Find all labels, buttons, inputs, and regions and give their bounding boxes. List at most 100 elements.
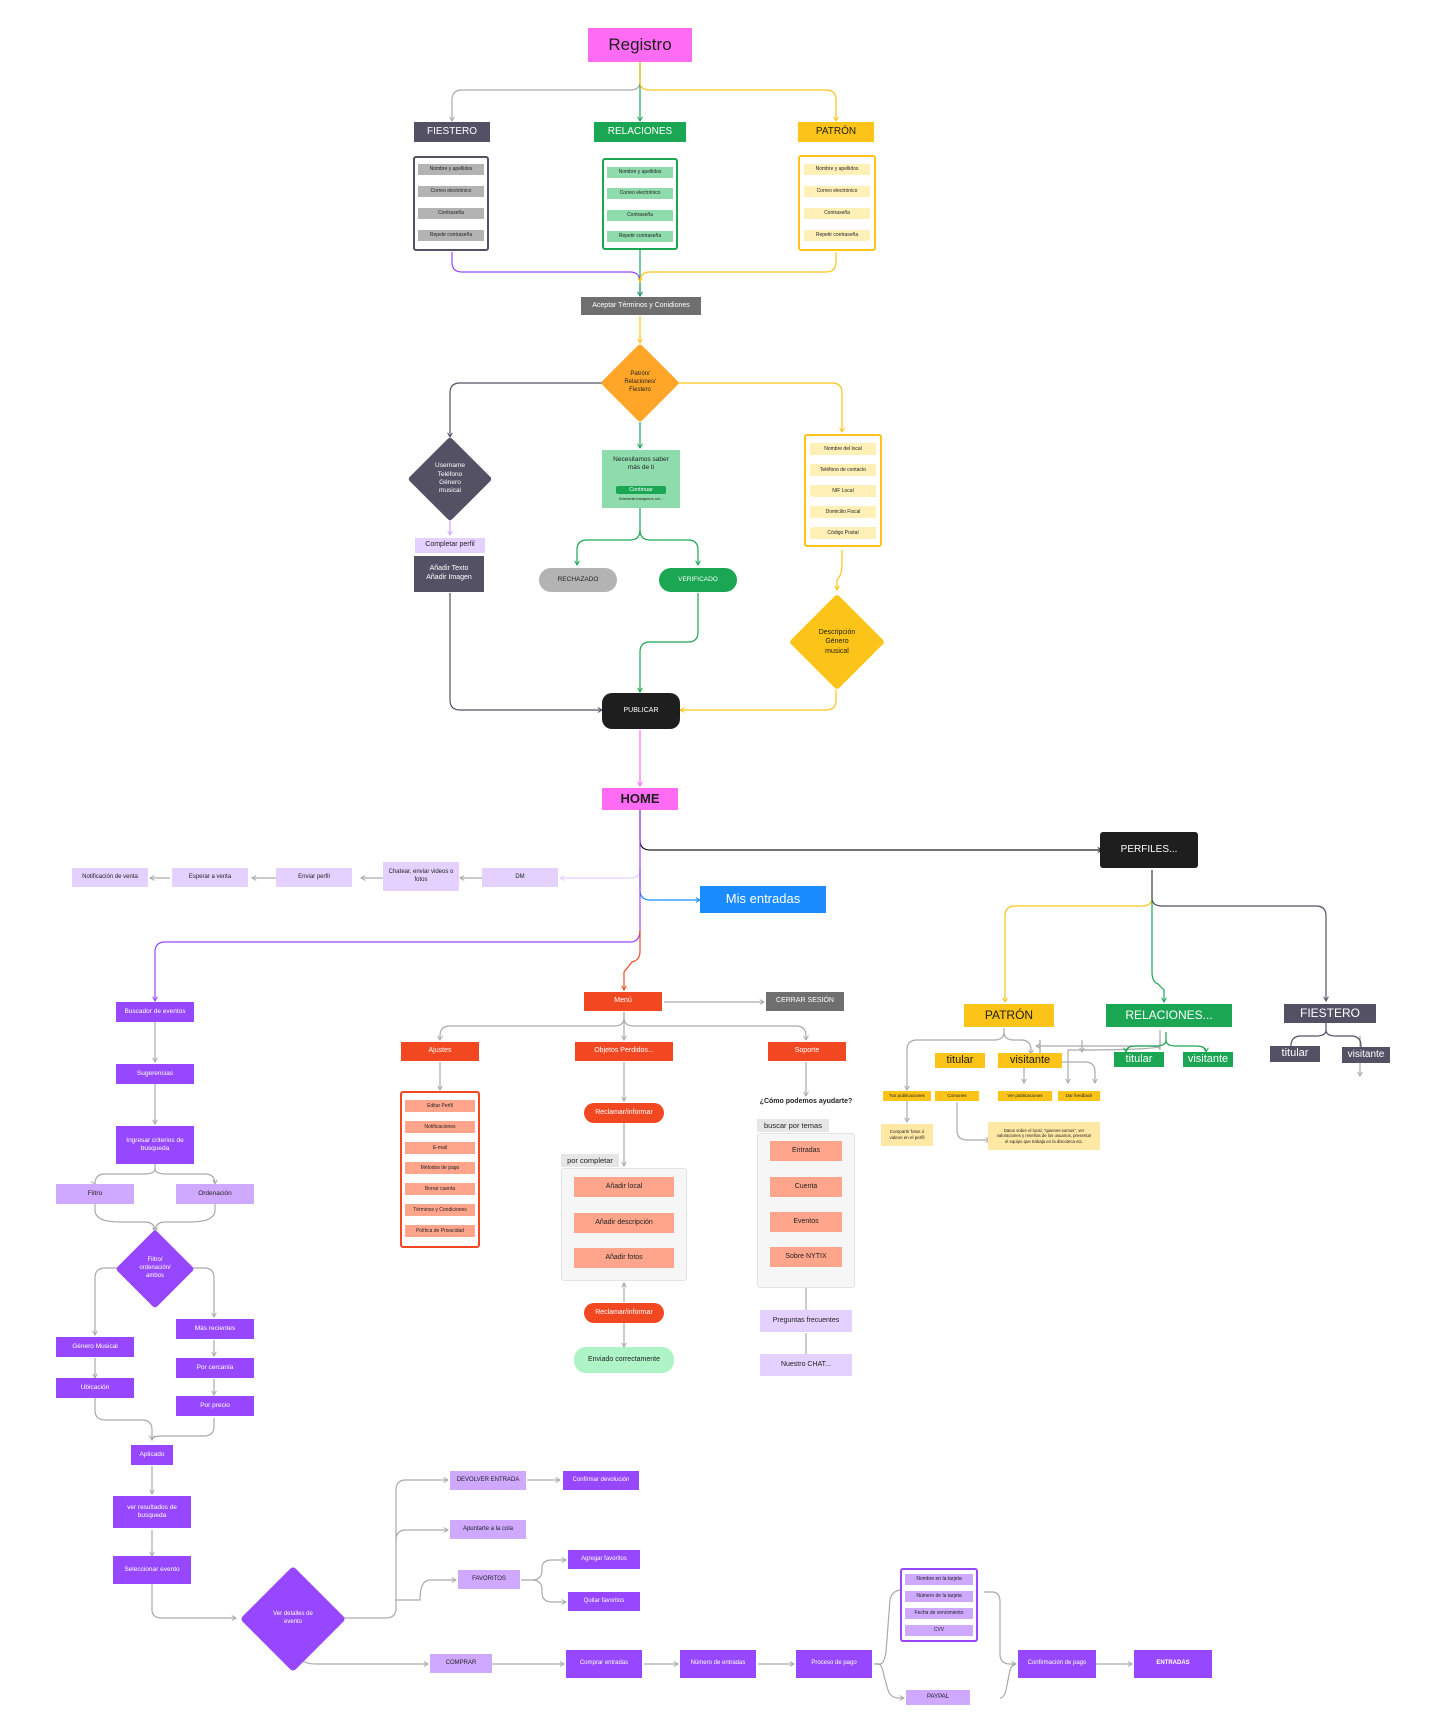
apuntarte-node[interactable]: Apuntarte a la cola — [450, 1520, 526, 1539]
paypal-node[interactable]: PAYPAL — [906, 1690, 970, 1705]
seleccionar-node[interactable]: Seleccionar evento — [113, 1556, 191, 1584]
field-correo[interactable]: Correo electrónico — [804, 186, 870, 197]
comunes[interactable]: Comunes — [935, 1091, 979, 1101]
precio-node[interactable]: Por precio — [176, 1396, 254, 1416]
menu-node[interactable]: Menú — [584, 992, 662, 1011]
devolver-node[interactable]: DEVOLVER ENTRADA — [450, 1471, 526, 1490]
field-nombre[interactable]: Nombre y apellidos — [418, 164, 484, 175]
terms-node[interactable]: Aceptar Términos y Conidiones — [581, 297, 701, 315]
field-repetir[interactable]: Repetir contraseña — [607, 231, 673, 242]
proceso-pago-node[interactable]: Proceso de pago — [796, 1650, 872, 1678]
ajuste-metodos-pago[interactable]: Métodos de pago — [405, 1162, 475, 1174]
entradas-node[interactable]: ENTRADAS — [1134, 1650, 1212, 1678]
field-repetir[interactable]: Repetir contraseña — [418, 230, 484, 241]
perfiles-node[interactable]: PERFILES... — [1100, 832, 1198, 868]
field-nombre[interactable]: Nombre y apellidos — [804, 164, 870, 175]
publicar-node[interactable]: PUBLICAR — [602, 693, 680, 729]
criterios-node[interactable]: Ingresar criterios de busqueda — [116, 1126, 194, 1164]
field-vencimiento[interactable]: Fecha de vencimiento — [905, 1608, 973, 1619]
ajustes-node[interactable]: Ajustes — [401, 1042, 479, 1061]
confirmacion-pago-node[interactable]: Confirmación de pago — [1018, 1650, 1096, 1678]
ajuste-terminos[interactable]: Términos y Condiciones — [405, 1204, 475, 1216]
ver-publicaciones[interactable]: Ver publicaciones — [998, 1091, 1052, 1101]
verificado-node[interactable]: VERIFICADO — [659, 568, 737, 592]
agregar-favoritos-node[interactable]: Agregar favoritos — [568, 1550, 640, 1569]
genero-node[interactable]: Género Musical — [56, 1337, 134, 1357]
esperar-venta-node[interactable]: Esperar a venta — [172, 868, 248, 887]
notificacion-venta-node[interactable]: Notificación de venta — [72, 868, 148, 887]
ajuste-notificaciones[interactable]: Notificaciones — [405, 1121, 475, 1133]
reclamar2-node[interactable]: Reclamar/informar — [584, 1303, 664, 1323]
field-contrasena[interactable]: Contraseña — [607, 210, 673, 221]
soporte-node[interactable]: Soporte — [768, 1042, 846, 1061]
field-contrasena[interactable]: Contraseña — [804, 208, 870, 219]
role-fiestero[interactable]: FIESTERO — [414, 122, 490, 142]
perfil-relaciones[interactable]: RELACIONES... — [1106, 1004, 1232, 1027]
field-contrasena[interactable]: Contraseña — [418, 208, 484, 219]
field-correo[interactable]: Correo electrónico — [607, 188, 673, 199]
ajuste-editar-perfil[interactable]: Editar Perfil — [405, 1100, 475, 1112]
resultados-node[interactable]: ver resultados de busqueda — [113, 1496, 191, 1528]
home-node[interactable]: HOME — [602, 788, 678, 810]
relaciones-titular[interactable]: titular — [1114, 1052, 1164, 1067]
role-patron[interactable]: PATRÓN — [798, 122, 874, 142]
sugerencias-node[interactable]: Sugerencias — [116, 1064, 194, 1084]
fiestero-titular[interactable]: titular — [1270, 1046, 1320, 1062]
enviar-perfil-node[interactable]: Enviar perfil — [276, 868, 352, 887]
recientes-node[interactable]: Más recientes — [176, 1319, 254, 1339]
completar-perfil[interactable]: Completar perfil — [415, 538, 485, 553]
cercania-node[interactable]: Por cercanía — [176, 1358, 254, 1378]
ordenacion-node[interactable]: Ordenación — [176, 1184, 254, 1204]
confirmar-devolucion-node[interactable]: Confirmar devolución — [563, 1471, 639, 1490]
field-codigo-postal[interactable]: Código Postal — [810, 527, 876, 539]
comprar-entradas-node[interactable]: Comprar entradas — [566, 1650, 642, 1678]
mis-entradas-node[interactable]: Mis entradas — [700, 886, 826, 913]
quitar-favoritos-node[interactable]: Quitar favoritos — [568, 1592, 640, 1611]
tema-eventos[interactable]: Eventos — [770, 1212, 842, 1232]
field-nombre-local[interactable]: Nombre del local — [810, 443, 876, 455]
chatear-node[interactable]: Chatear, enviar videos o fotos — [383, 862, 459, 891]
ajuste-email[interactable]: E-mail — [405, 1142, 475, 1154]
objeto-anadir-fotos[interactable]: Añadir fotos — [574, 1248, 674, 1268]
ajuste-borrar-cuenta[interactable]: Borrar cuenta — [405, 1183, 475, 1195]
continuar-button[interactable]: Continuar — [616, 486, 666, 494]
role-relaciones[interactable]: RELACIONES — [594, 122, 686, 142]
field-numero-tarjeta[interactable]: Número de la tarjeta — [905, 1591, 973, 1602]
field-repetir[interactable]: Repetir contraseña — [804, 230, 870, 241]
relaciones-visitante[interactable]: visitante — [1183, 1052, 1233, 1067]
objeto-anadir-local[interactable]: Añadir local — [574, 1177, 674, 1197]
anadir-node[interactable]: Añadir Texto Añadir Imagen — [414, 556, 484, 592]
enviado-node[interactable]: Enviado correctamente — [574, 1347, 674, 1373]
patron-titular[interactable]: titular — [935, 1053, 985, 1068]
aplicado-node[interactable]: Aplicado — [131, 1445, 173, 1465]
tus-publicaciones[interactable]: Tus publicaciones — [883, 1091, 931, 1101]
comprar-node[interactable]: COMPRAR — [430, 1654, 492, 1673]
field-cvv[interactable]: CVV — [905, 1625, 973, 1636]
field-correo[interactable]: Correo electrónico — [418, 186, 484, 197]
field-domicilio[interactable]: Domicilio Fiscal — [810, 506, 876, 518]
field-nombre[interactable]: Nombre y apellidos — [607, 167, 673, 178]
tema-sobre-nytix[interactable]: Sobre NYTIX — [770, 1247, 842, 1267]
rechazado-node[interactable]: RECHAZADO — [539, 568, 617, 592]
dar-feedback[interactable]: Dar feedback — [1058, 1091, 1100, 1101]
preguntas-frecuentes-node[interactable]: Preguntas frecuentes — [760, 1310, 852, 1332]
objeto-anadir-descripcion[interactable]: Añadir descripción — [574, 1213, 674, 1233]
perfil-fiestero[interactable]: FIESTERO — [1284, 1004, 1376, 1023]
chat-node[interactable]: Nuestro CHAT... — [760, 1354, 852, 1376]
cerrar-sesion-node[interactable]: CERRAR SESIÓN — [766, 992, 844, 1011]
reclamar-node[interactable]: Reclamar/informar — [584, 1103, 664, 1123]
objetos-perdidos-node[interactable]: Objetos Perdidos... — [575, 1042, 673, 1061]
ajuste-privacidad[interactable]: Política de Privacidad — [405, 1225, 475, 1237]
patron-visitante[interactable]: visitante — [998, 1053, 1062, 1068]
perfil-patron[interactable]: PATRÓN — [964, 1004, 1054, 1027]
registro-node[interactable]: Registro — [588, 28, 692, 62]
favoritos-node[interactable]: FAVORITOS — [458, 1570, 520, 1589]
tema-entradas[interactable]: Entradas — [770, 1141, 842, 1161]
tema-cuenta[interactable]: Cuenta — [770, 1177, 842, 1197]
ubicacion-node[interactable]: Ubicación — [56, 1378, 134, 1398]
fiestero-visitante[interactable]: visitante — [1342, 1047, 1390, 1063]
field-nombre-tarjeta[interactable]: Nombre en la tarjeta — [905, 1574, 973, 1585]
dm-node[interactable]: DM — [482, 868, 558, 887]
field-telefono[interactable]: Teléfono de contacto — [810, 464, 876, 476]
numero-entradas-node[interactable]: Número de entradas — [680, 1650, 756, 1678]
